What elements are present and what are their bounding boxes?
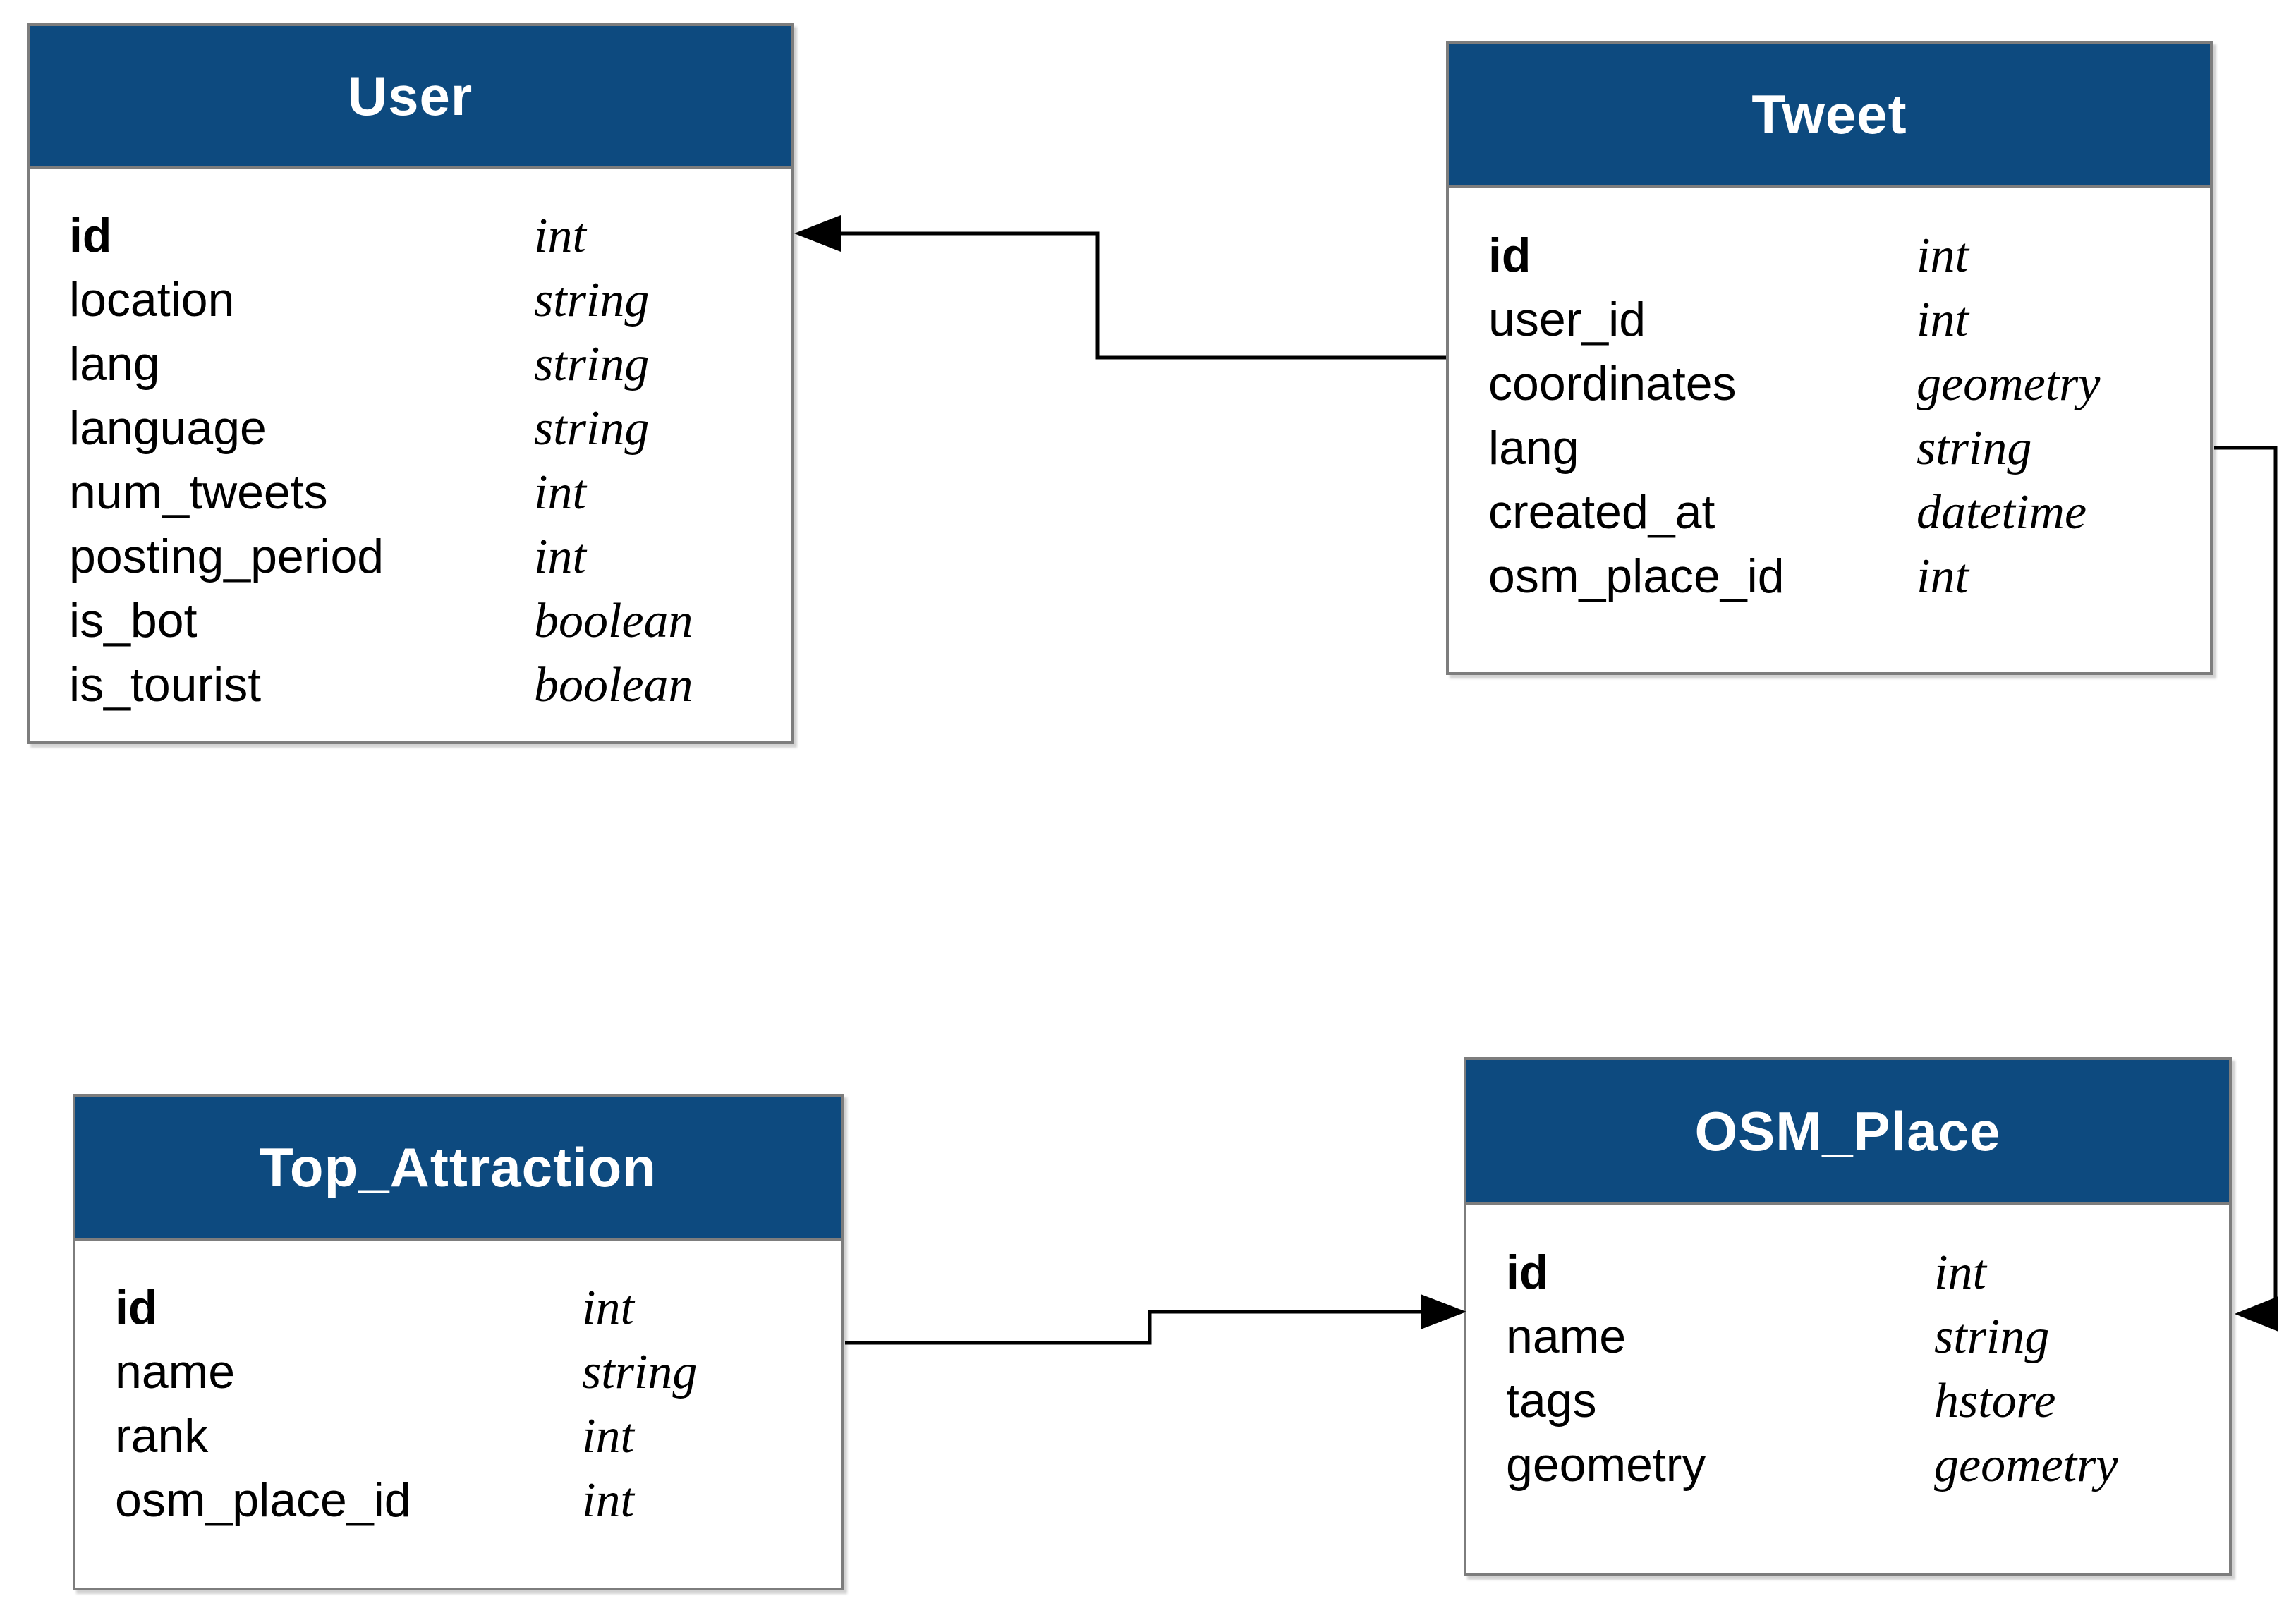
arrowhead-right-icon	[1421, 1294, 1466, 1329]
field-type: int	[1934, 1245, 1986, 1300]
field-type: boolean	[534, 658, 693, 712]
field-row: rank int	[115, 1404, 841, 1468]
field-type: string	[534, 337, 650, 391]
field-name: osm_place_id	[1488, 549, 1785, 603]
field-name: id	[115, 1281, 158, 1334]
field-row: id int	[115, 1276, 841, 1340]
table-tweet-header: Tweet	[1449, 44, 2210, 188]
arrowhead-left-icon	[2235, 1296, 2278, 1332]
field-type: int	[1917, 549, 1969, 604]
field-name: user_id	[1488, 293, 1646, 346]
field-row: created_at datetime	[1488, 480, 2210, 544]
field-name: geometry	[1506, 1438, 1706, 1492]
relation-arrow-top-attraction-to-osm-place	[845, 1294, 1466, 1345]
table-osm-place-title: OSM_Place	[1694, 1100, 2001, 1162]
field-row: user_id int	[1488, 288, 2210, 352]
field-row: posting_period int	[69, 525, 791, 589]
field-name: is_bot	[69, 594, 198, 647]
field-row: coordinates geometry	[1488, 352, 2210, 416]
table-osm-place-header: OSM_Place	[1466, 1060, 2229, 1205]
table-top-attraction-fields: id int name string rank int osm_place_id…	[75, 1241, 841, 1533]
field-type: string	[582, 1345, 698, 1399]
table-top-attraction-title: Top_Attraction	[260, 1135, 657, 1198]
field-type: int	[582, 1281, 634, 1335]
field-row: name string	[115, 1340, 841, 1404]
field-name: language	[69, 401, 267, 455]
field-name: name	[1506, 1310, 1627, 1363]
field-row: tags hstore	[1506, 1369, 2229, 1433]
field-name: location	[69, 273, 235, 327]
field-row: osm_place_id int	[1488, 544, 2210, 609]
table-user-title: User	[347, 64, 473, 127]
field-type: boolean	[534, 594, 693, 648]
field-row: language string	[69, 396, 791, 461]
field-name: posting_period	[69, 530, 384, 583]
field-name: coordinates	[1488, 357, 1737, 410]
field-name: id	[1488, 229, 1531, 282]
field-type: int	[534, 209, 586, 263]
field-name: created_at	[1488, 485, 1715, 539]
field-name: name	[115, 1345, 236, 1399]
field-name: id	[69, 209, 112, 262]
table-user: User id int location string lang string …	[27, 23, 794, 744]
field-name: tags	[1506, 1374, 1597, 1427]
field-type: geometry	[1934, 1438, 2118, 1492]
field-type: string	[1934, 1310, 2050, 1364]
field-row: is_tourist boolean	[69, 653, 791, 717]
field-name: osm_place_id	[115, 1473, 411, 1527]
field-row: lang string	[1488, 416, 2210, 480]
field-row: name string	[1506, 1305, 2229, 1369]
field-type: int	[1917, 229, 1969, 283]
field-name: lang	[1488, 421, 1579, 475]
field-row: geometry geometry	[1506, 1433, 2229, 1497]
field-type: string	[1917, 421, 2032, 475]
field-row: id int	[1506, 1241, 2229, 1305]
arrowhead-left-icon	[794, 215, 841, 252]
field-name: is_tourist	[69, 658, 262, 712]
field-row: location string	[69, 268, 791, 332]
table-user-fields: id int location string lang string langu…	[30, 169, 791, 717]
field-row: num_tweets int	[69, 461, 791, 525]
table-tweet: Tweet id int user_id int coordinates geo…	[1446, 41, 2213, 675]
field-type: int	[1917, 293, 1969, 347]
field-type: hstore	[1934, 1374, 2056, 1428]
field-type: int	[582, 1409, 634, 1463]
field-type: datetime	[1917, 485, 2087, 540]
field-type: geometry	[1917, 357, 2101, 411]
field-name: lang	[69, 337, 160, 391]
table-top-attraction: Top_Attraction id int name string rank i…	[73, 1094, 844, 1590]
field-type: string	[534, 273, 650, 327]
field-name: rank	[115, 1409, 209, 1463]
relation-arrow-tweet-to-user	[794, 215, 1446, 360]
field-name: id	[1506, 1245, 1549, 1299]
field-type: string	[534, 401, 650, 456]
field-row: is_bot boolean	[69, 589, 791, 653]
field-row: osm_place_id int	[115, 1468, 841, 1533]
field-row: id int	[69, 204, 791, 268]
table-osm-place: OSM_Place id int name string tags hstore…	[1464, 1057, 2232, 1576]
field-type: int	[534, 465, 586, 520]
field-row: lang string	[69, 332, 791, 396]
table-tweet-title: Tweet	[1751, 83, 1907, 145]
table-tweet-fields: id int user_id int coordinates geometry …	[1449, 188, 2210, 609]
table-top-attraction-header: Top_Attraction	[75, 1097, 841, 1241]
field-name: num_tweets	[69, 465, 328, 519]
table-osm-place-fields: id int name string tags hstore geometry …	[1466, 1205, 2229, 1497]
field-type: int	[534, 530, 586, 584]
table-user-header: User	[30, 26, 791, 169]
field-type: int	[582, 1473, 634, 1528]
field-row: id int	[1488, 224, 2210, 288]
